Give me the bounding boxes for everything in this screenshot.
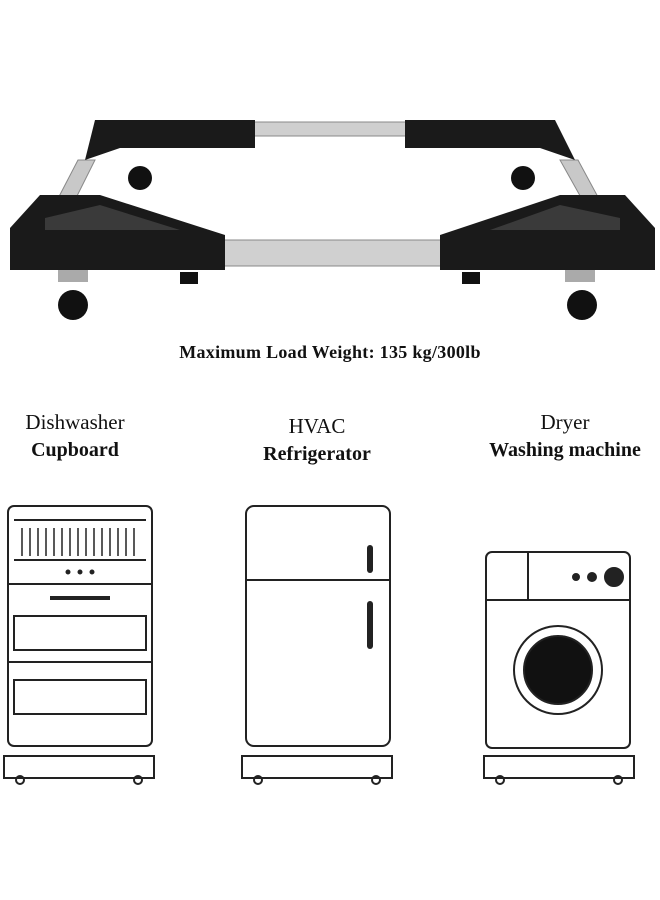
label-line2: Washing machine	[489, 439, 641, 461]
label-line1: Dryer	[540, 410, 590, 434]
washing-machine-icon	[483, 551, 635, 785]
label-line2: Refrigerator	[263, 443, 371, 465]
appliance-label-washer: Dryer Washing machine	[465, 410, 660, 462]
max-load-weight-text: Maximum Load Weight: 135 kg/300lb	[179, 342, 481, 362]
label-line1: Dishwasher	[25, 410, 125, 434]
appliance-label-refrigerator: HVAC Refrigerator	[217, 414, 417, 466]
adjustable-stand-product-image	[10, 120, 655, 320]
appliance-label-dishwasher: Dishwasher Cupboard	[0, 410, 175, 462]
dishwasher-cupboard-icon	[3, 505, 155, 785]
label-line2: Cupboard	[31, 439, 119, 461]
refrigerator-icon	[241, 505, 393, 785]
label-line1: HVAC	[288, 414, 346, 438]
